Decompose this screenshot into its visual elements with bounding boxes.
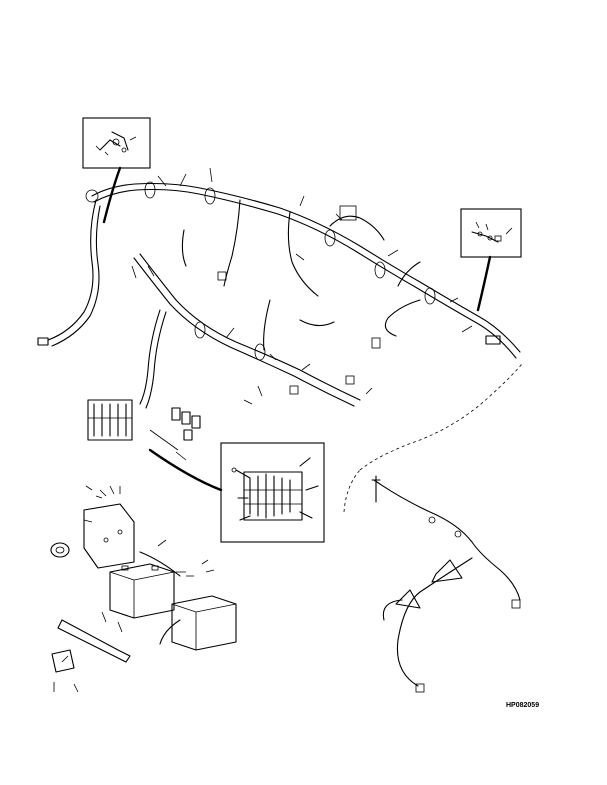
connector-right	[485, 335, 501, 345]
main-wiring-harness	[37, 181, 521, 409]
battery-front	[109, 563, 175, 619]
fuse-block	[87, 399, 133, 441]
inset-pointer-top-right	[476, 255, 492, 312]
relay-group	[149, 407, 201, 461]
connector-left	[37, 337, 49, 346]
lower-left-bracket	[51, 649, 79, 693]
inset-pointer-center	[148, 448, 223, 492]
battery-hold-down-bar	[57, 619, 131, 663]
battery-mounting-plate	[83, 485, 135, 569]
inset-pointer-top-left	[102, 166, 122, 224]
rear-light-harness	[343, 363, 523, 693]
battery-rear	[171, 595, 237, 651]
center-detail-inset	[148, 442, 325, 543]
callout-leaders	[61, 167, 473, 663]
ignition-switch	[50, 542, 70, 558]
battery-cables	[139, 539, 194, 645]
top-left-detail-inset	[82, 117, 151, 224]
drawing-number: HP082059	[506, 702, 539, 709]
top-right-detail-inset	[460, 208, 522, 312]
